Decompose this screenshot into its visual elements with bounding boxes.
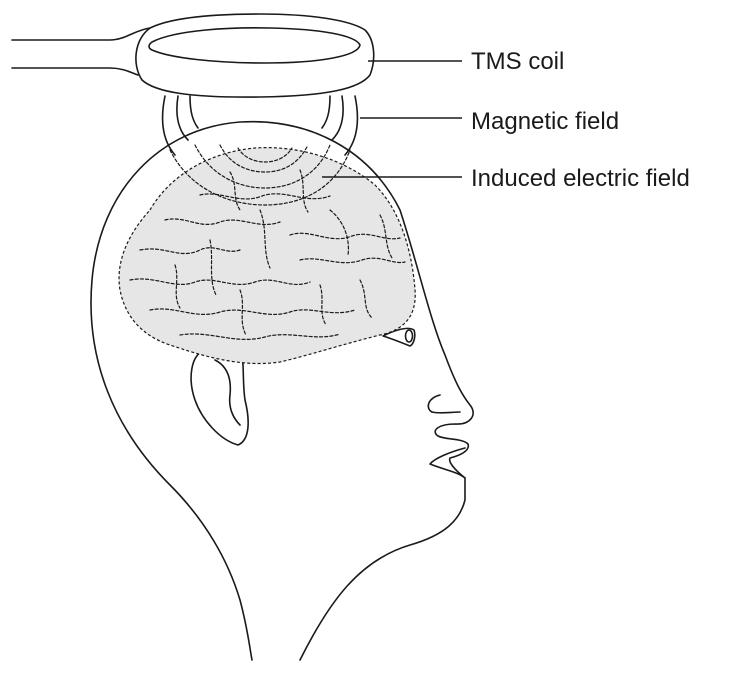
nostril [428, 395, 440, 412]
label-induced-electric-field: Induced electric field [471, 167, 690, 191]
eye-iris [406, 330, 413, 342]
magnetic-field-lines [162, 96, 357, 155]
coil-handle [12, 28, 150, 40]
nose-tip [432, 412, 460, 413]
coil-top-ellipse [149, 28, 360, 63]
brain [119, 148, 415, 364]
label-tms-coil: TMS coil [471, 50, 564, 74]
label-magnetic-field: Magnetic field [471, 110, 619, 134]
ear-inner [215, 360, 240, 425]
coil-handle-lower [12, 68, 138, 75]
